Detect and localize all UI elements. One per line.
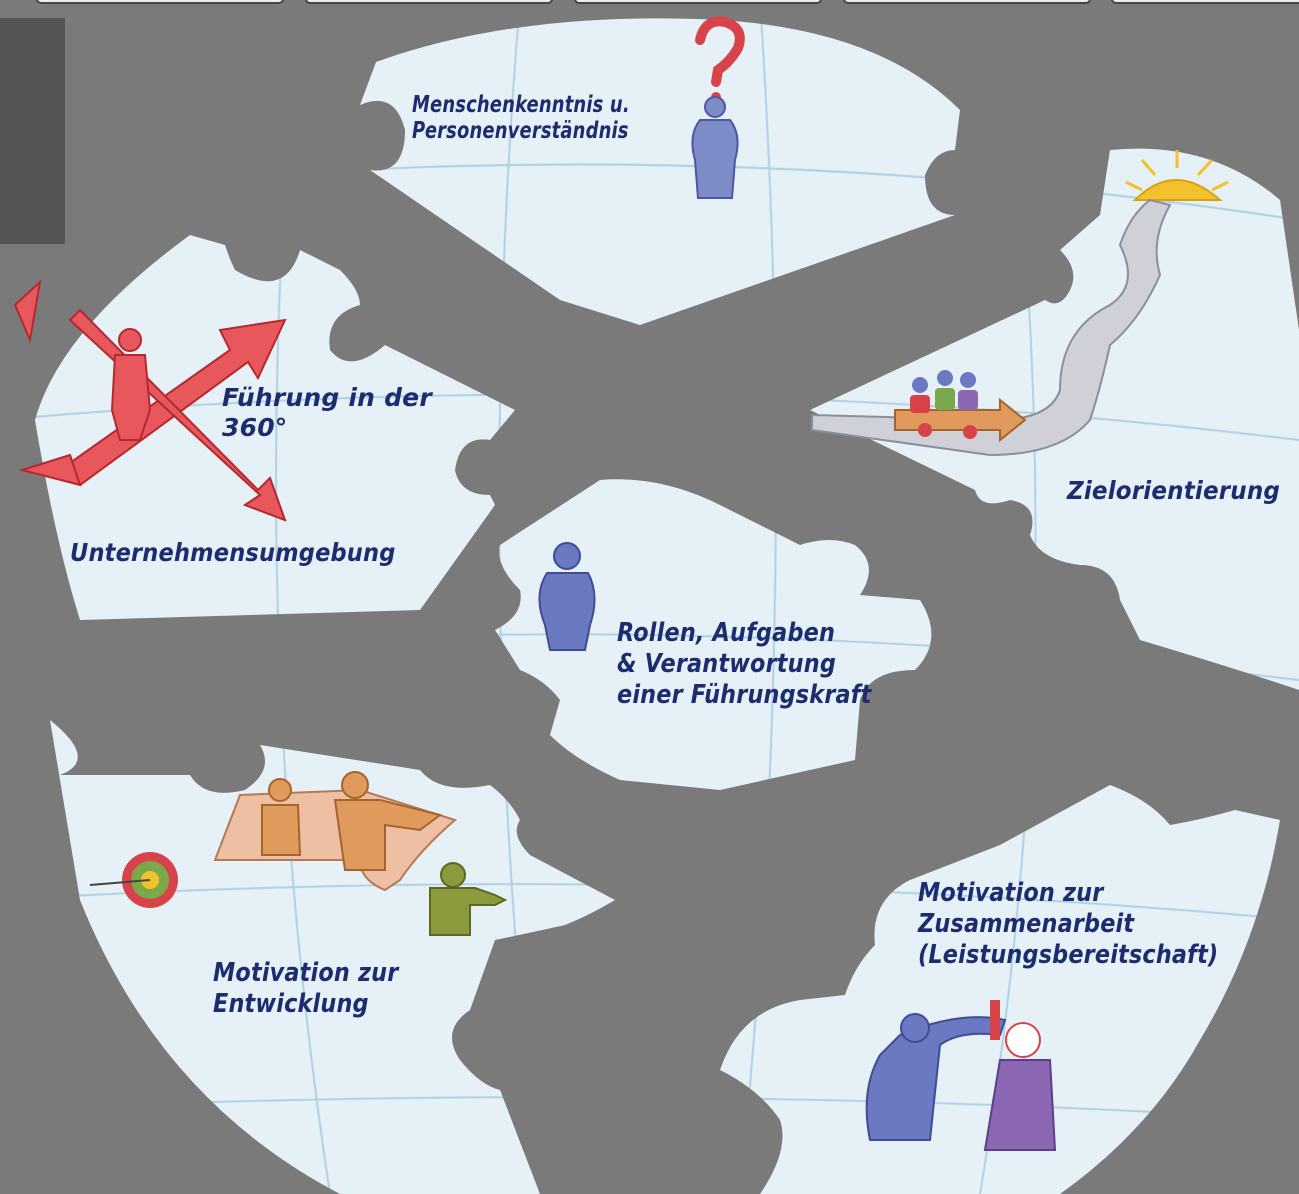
puzzle-piece-top [360,18,960,326]
label-center-line-2: & Verantwortung [617,649,837,679]
tab-2[interactable] [305,0,553,4]
label-left-line-1: Führung in der [222,383,432,412]
puzzle-piece-center [495,479,932,790]
sitting-person-icon [261,778,302,856]
label-left: Führung in der 360° [222,383,432,443]
label-top-line-2: Personenverständnis [412,118,629,144]
pointing-person-icon [429,862,508,936]
sun-icon [1125,150,1229,201]
puzzle-piece-bottom-right [720,785,1280,1194]
person-icon [110,328,152,441]
label-bottom-right-line-2: Zusammenarbeit [918,909,1135,939]
puzzle-piece-left [35,235,515,620]
label-bottom-left-line-1: Motivation zur [213,958,399,988]
coaching-persons-icon [865,1000,1057,1151]
tab-4[interactable] [843,0,1091,4]
tab-1[interactable] [36,0,284,4]
side-panel [0,18,65,244]
label-top-line-1: Menschenkenntnis u. [412,92,630,118]
label-left-sub: Unternehmensumgebung [70,538,396,567]
label-bottom-right-line-1: Motivation zur [918,878,1104,908]
label-center-line-3: einer Führungskraft [617,680,872,710]
team-car-icon [894,370,1027,443]
label-right: Zielorientierung [1067,476,1281,505]
target-icon [89,852,178,908]
puzzle-piece-bottom-left [50,720,615,1194]
tab-5[interactable] [1111,0,1299,4]
label-bottom-left-line-2: Entwicklung [213,989,369,1019]
label-left-line-2: 360° [222,413,288,442]
person-icon [691,96,739,199]
tab-3[interactable] [574,0,822,4]
road-icon [811,198,1172,457]
sitting-person-icon [333,771,443,871]
label-center: Rollen, Aufgaben & Verantwortung einer F… [617,618,872,711]
label-center-line-1: Rollen, Aufgaben [617,618,836,648]
label-bottom-right: Motivation zur Zusammenarbeit (Leistungs… [918,878,1218,971]
label-bottom-left: Motivation zur Entwicklung [213,958,398,1020]
label-top: Menschenkenntnis u. Personenverständnis [412,92,630,144]
label-bottom-right-line-3: (Leistungsbereitschaft) [918,940,1219,970]
person-icon [538,542,596,651]
